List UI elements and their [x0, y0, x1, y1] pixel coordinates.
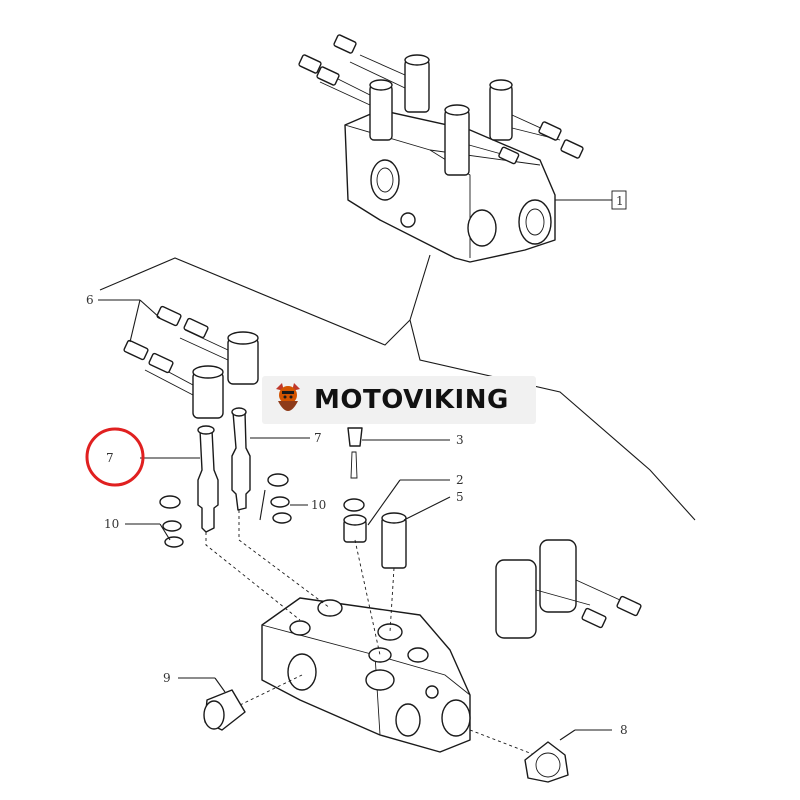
exploded-view-frame — [99, 254, 696, 521]
callout-7-left: 7 — [106, 451, 114, 465]
small-parts: 3 2 5 — [343, 427, 464, 569]
brand-name: MOTOVIKING — [314, 385, 509, 415]
callout-8: 8 — [620, 723, 628, 737]
viking-logo-icon — [276, 383, 300, 411]
callout-6: 6 — [86, 293, 94, 307]
secondary-solenoids — [495, 539, 642, 639]
plugs: 9 8 — [163, 671, 628, 783]
callout-10-right: 10 — [311, 498, 326, 512]
callout-5: 5 — [456, 490, 464, 504]
brand-watermark: MOTOVIKING — [262, 376, 536, 424]
valve-stems: 7 7 — [85, 407, 322, 533]
callout-10-left: 10 — [104, 517, 119, 531]
callout-9: 9 — [163, 671, 171, 685]
valve-body — [205, 510, 536, 756]
callout-2: 2 — [456, 473, 464, 487]
highlight-circle — [85, 427, 145, 487]
callout-1: 1 — [616, 194, 624, 208]
callout-7-right: 7 — [314, 431, 322, 445]
seals-and-nuts: 10 10 — [104, 473, 326, 548]
solenoid-coils: 6 — [86, 293, 259, 419]
callout-3: 3 — [456, 433, 464, 447]
assembled-valve-block: 1 — [298, 34, 627, 263]
